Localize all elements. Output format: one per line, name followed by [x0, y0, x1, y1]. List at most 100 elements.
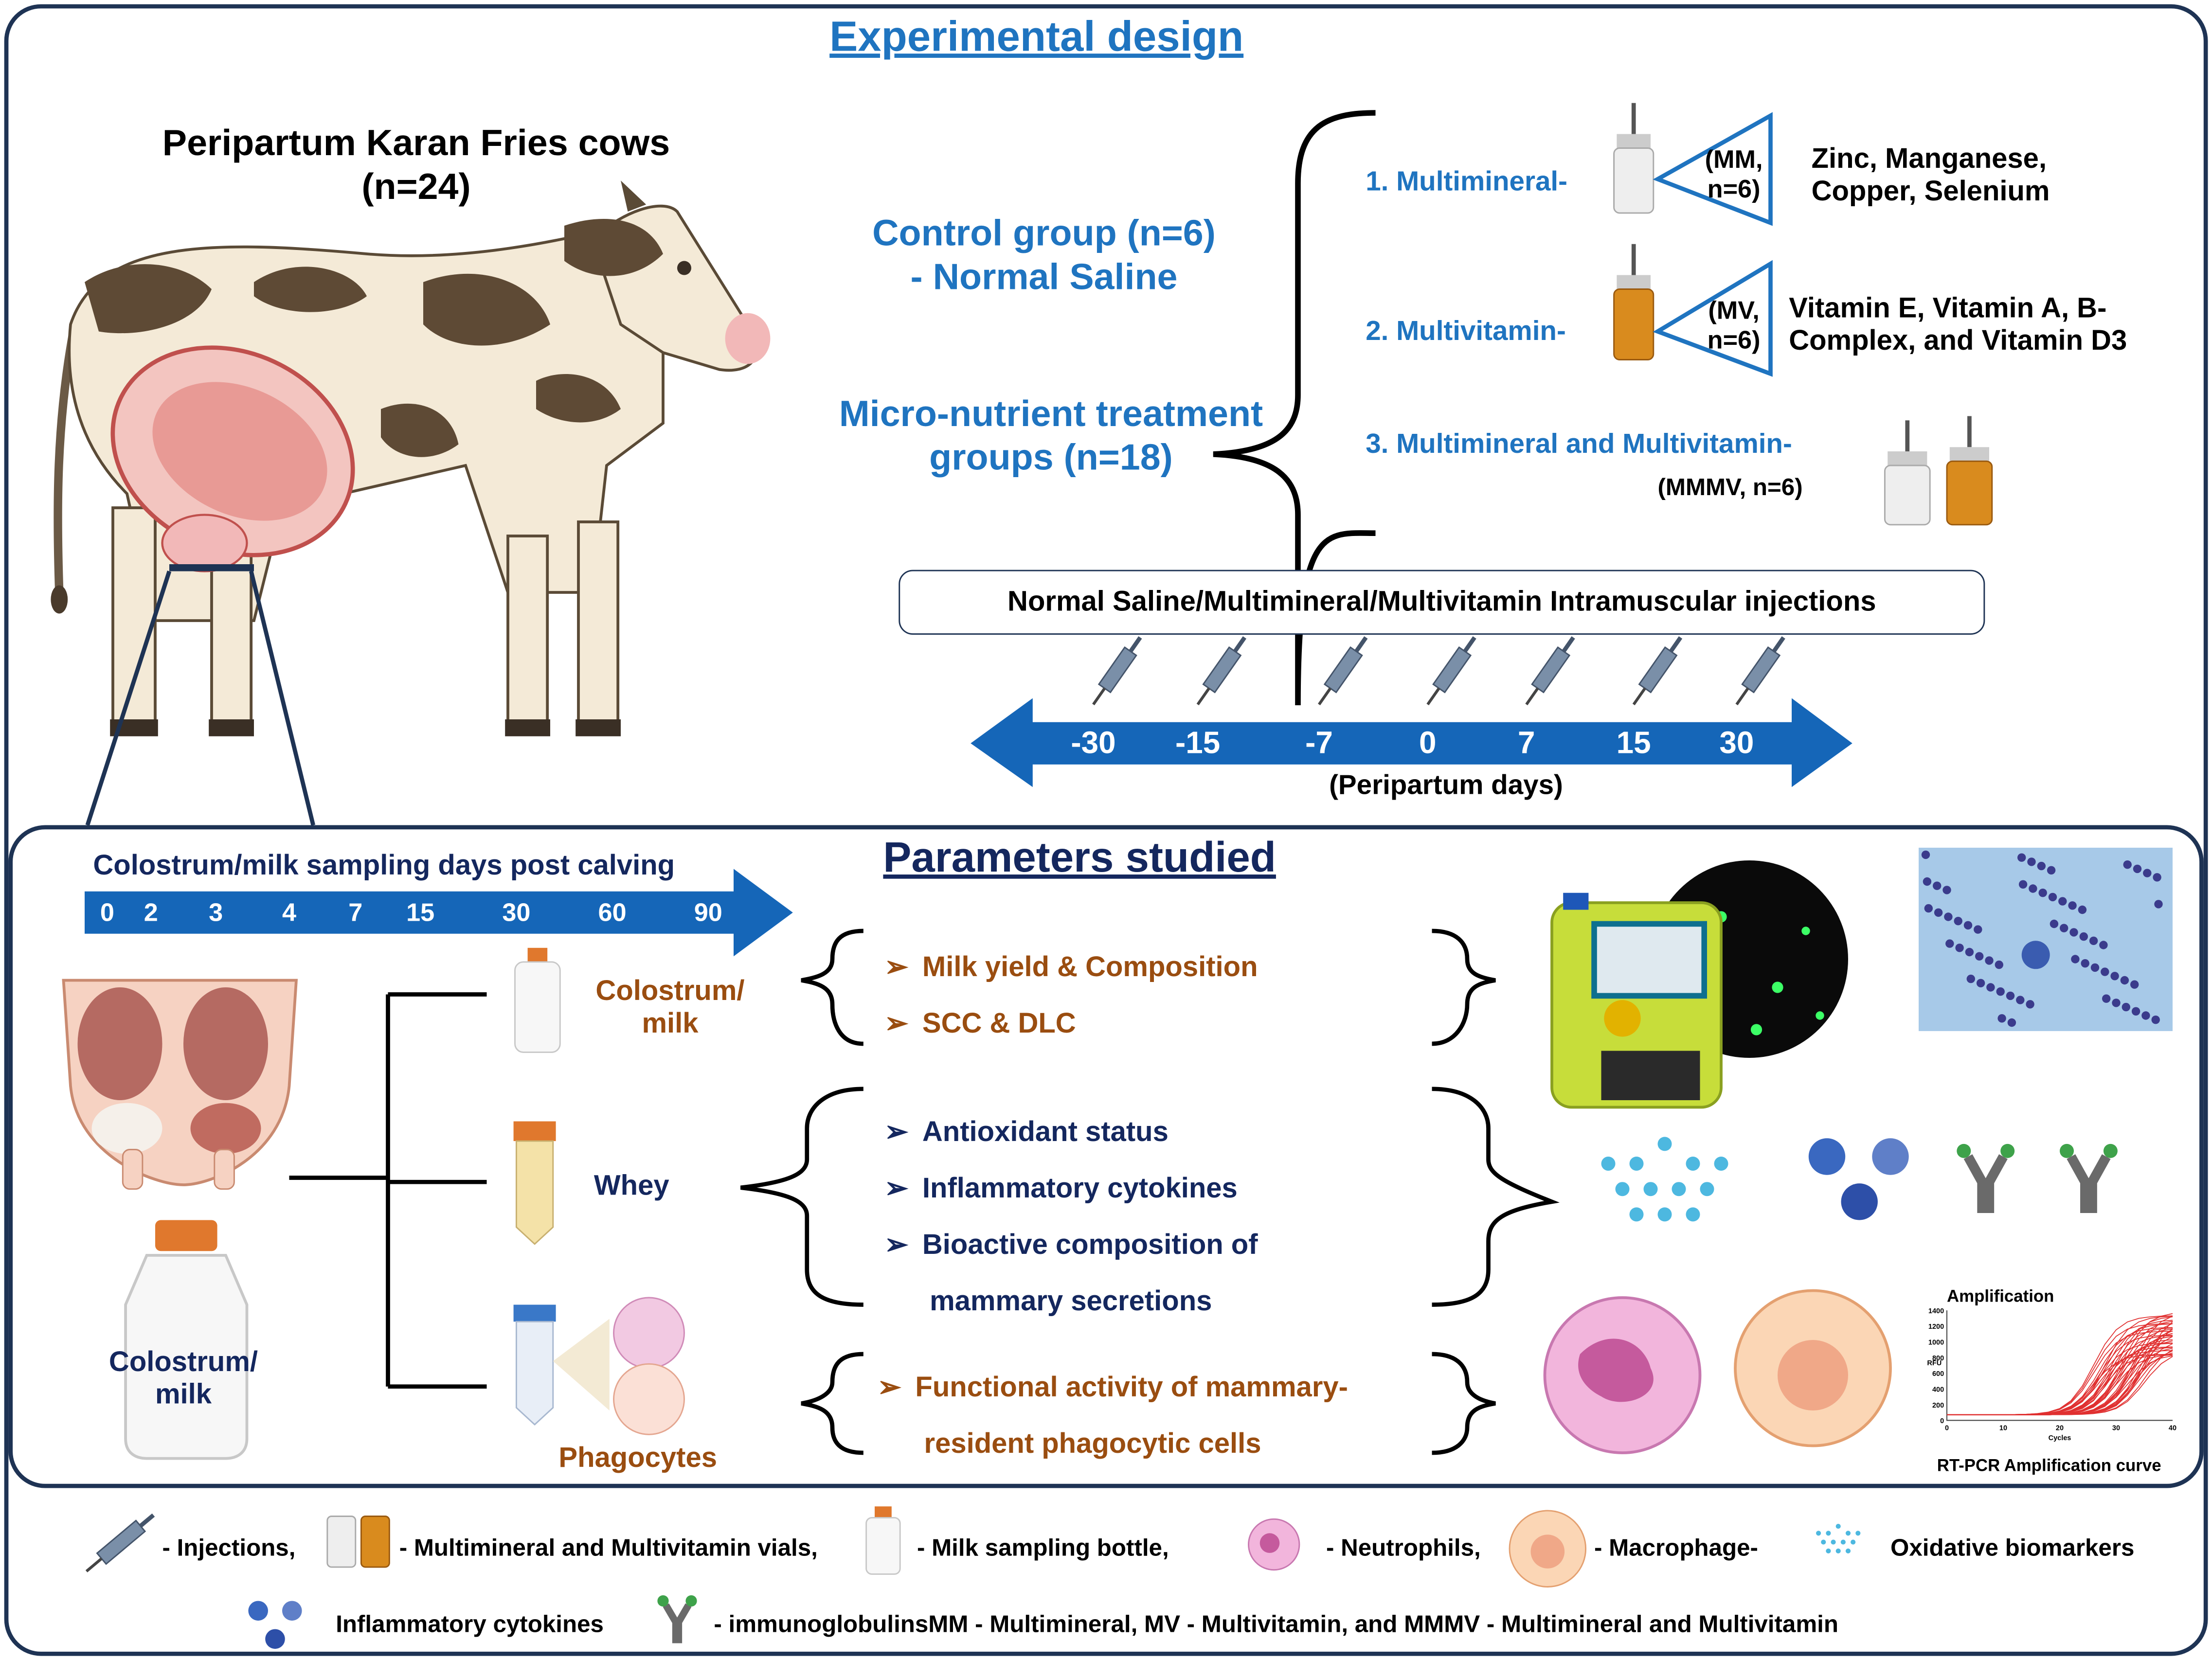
mmmv-vials-icon — [1884, 416, 1993, 526]
mm-triangle — [1653, 112, 1773, 226]
smear-cell — [1954, 917, 1962, 926]
oxidative-dot — [1601, 1157, 1616, 1171]
smear-cell — [1945, 939, 1954, 948]
injection-schedule-box: Normal Saline/Multimineral/Multivitamin … — [899, 570, 1985, 635]
smear-cell — [2068, 901, 2077, 910]
pcr-x-tick: 30 — [2112, 1425, 2120, 1432]
cow-title: Peripartum Karan Fries cows (n=24) — [162, 121, 670, 208]
syringe-icon — [1092, 636, 1142, 706]
smear-cell — [2090, 963, 2100, 972]
smear-cell — [2048, 892, 2057, 902]
smear-cell — [2110, 972, 2119, 981]
smear-cell — [2122, 1002, 2130, 1012]
param-scc-dlc: ➢SCC & DLC — [884, 1008, 1076, 1040]
oxidative-dot — [1855, 1531, 1861, 1536]
smear-cell — [1944, 912, 1953, 921]
oxidative-dot — [1826, 1531, 1831, 1536]
smear-cell — [2081, 959, 2089, 968]
oxidative-dot — [1840, 1539, 1846, 1545]
smear-cell — [2120, 976, 2129, 985]
pcr-x-tick: 10 — [1999, 1425, 2007, 1432]
param-mammary: mammary secretions — [930, 1286, 1212, 1318]
oxidative-dot — [1672, 1182, 1686, 1196]
legend-oxidative: Oxidative biomarkers — [1890, 1535, 2135, 1562]
syringe-icon — [1525, 636, 1575, 706]
oxidative-dot — [1657, 1137, 1672, 1151]
legend-bottle-icon — [865, 1506, 901, 1575]
smear-cell — [2006, 991, 2015, 1000]
timeline-day-3: 0 — [1419, 725, 1437, 761]
smear-cell — [2099, 941, 2108, 949]
syringe-icon — [1196, 636, 1247, 706]
cow-icon — [51, 180, 771, 826]
sample-whey-label: Whey — [593, 1171, 669, 1202]
smear-cell — [2007, 1018, 2016, 1027]
legend-oxidative-icon — [1816, 1524, 1861, 1553]
oxidative-dot — [1845, 1531, 1851, 1536]
sampling-day-8: 90 — [694, 898, 722, 927]
smear-cell — [2112, 999, 2121, 1007]
oxidative-dot — [1821, 1539, 1826, 1545]
smear-cell — [2101, 967, 2109, 976]
smear-cell — [2018, 880, 2028, 889]
pcr-y-tick: 0 — [1940, 1417, 1944, 1425]
pcr-y-tick: 1200 — [1928, 1323, 1944, 1331]
timeline-day-1: -15 — [1175, 725, 1221, 761]
sampling-day-5: 15 — [406, 898, 435, 927]
smear-cell — [2029, 884, 2037, 893]
smear-cell — [1963, 921, 1973, 930]
oxidative-dot — [1835, 1548, 1841, 1553]
oxidative-dot — [1629, 1207, 1644, 1222]
pcr-caption: RT-PCR Amplification curve — [1937, 1455, 2161, 1476]
group-1-label: 1. Multimineral- — [1366, 166, 1567, 197]
oxidative-dot — [1629, 1157, 1644, 1171]
oxidative-dot — [1816, 1531, 1821, 1536]
legend-syringe-icon — [85, 1513, 155, 1572]
group-3-label: 3. Multimineral and Multivitamin- — [1366, 428, 1792, 460]
legend-cytokines-icon — [248, 1601, 302, 1649]
pcr-y-tick: 1000 — [1928, 1339, 1944, 1347]
neutrophil-icon — [1543, 1296, 1702, 1454]
smear-cell — [2071, 955, 2080, 964]
group-2-contents: Vitamin E, Vitamin A, B- Complex, and Vi… — [1789, 293, 2127, 357]
group-1-contents: Zinc, Manganese, Copper, Selenium — [1811, 143, 2050, 208]
smear-cell — [2038, 889, 2047, 897]
legend-vials: - Multimineral and Multivitamin vials, — [399, 1535, 818, 1562]
sampling-title: Colostrum/milk sampling days post calvin… — [93, 850, 675, 882]
legend-vials-icon — [326, 1516, 390, 1568]
multimineral-vial-icon — [1613, 103, 1655, 214]
smear-cell — [2153, 873, 2161, 882]
legend-immunoglobulins: - immunoglobulinsMM - Multimineral, MV -… — [714, 1610, 1839, 1638]
experimental-design-title: Experimental design — [829, 14, 1244, 61]
smear-cell — [1965, 947, 1974, 957]
oxidative-biomarkers-icon — [1601, 1137, 1728, 1222]
smear-cell — [1934, 908, 1943, 917]
param-antioxidant: ➢Antioxidant status — [884, 1117, 1169, 1148]
smear-cell — [2089, 936, 2098, 946]
smear-cell — [1923, 877, 1932, 886]
pcr-y-tick: 1400 — [1928, 1307, 1944, 1315]
sample-colostrum-label: Colostrum/ milk — [595, 976, 745, 1040]
smear-cell — [1975, 952, 1984, 961]
timeline-day-4: 7 — [1518, 725, 1535, 761]
smear-cell — [2131, 1007, 2140, 1016]
oxidative-dot — [1643, 1182, 1658, 1196]
smear-cell — [1985, 956, 1994, 965]
pcr-y-tick: 200 — [1932, 1402, 1944, 1410]
pcr-ylabel: RFU — [1927, 1359, 1942, 1367]
oxidative-dot — [1851, 1539, 1856, 1545]
param-resident: resident phagocytic cells — [924, 1428, 1261, 1460]
group-3-code: (MMMV, n=6) — [1657, 474, 1803, 501]
oxidative-dot — [1714, 1157, 1728, 1171]
legend-neutrophils: - Neutrophils, — [1326, 1535, 1481, 1562]
whey-tube-icon — [513, 1121, 556, 1245]
legend-injections: - Injections, — [162, 1535, 296, 1562]
params-group-phagocytes: ➢Functional activity of mammary- residen… — [878, 1360, 1348, 1473]
param-bioactive: ➢Bioactive composition of — [884, 1230, 1258, 1261]
control-group-label: Control group (n=6) - Normal Saline — [872, 212, 1216, 298]
multivitamin-vial-icon — [1613, 244, 1655, 360]
sampling-day-0: 0 — [100, 898, 114, 927]
